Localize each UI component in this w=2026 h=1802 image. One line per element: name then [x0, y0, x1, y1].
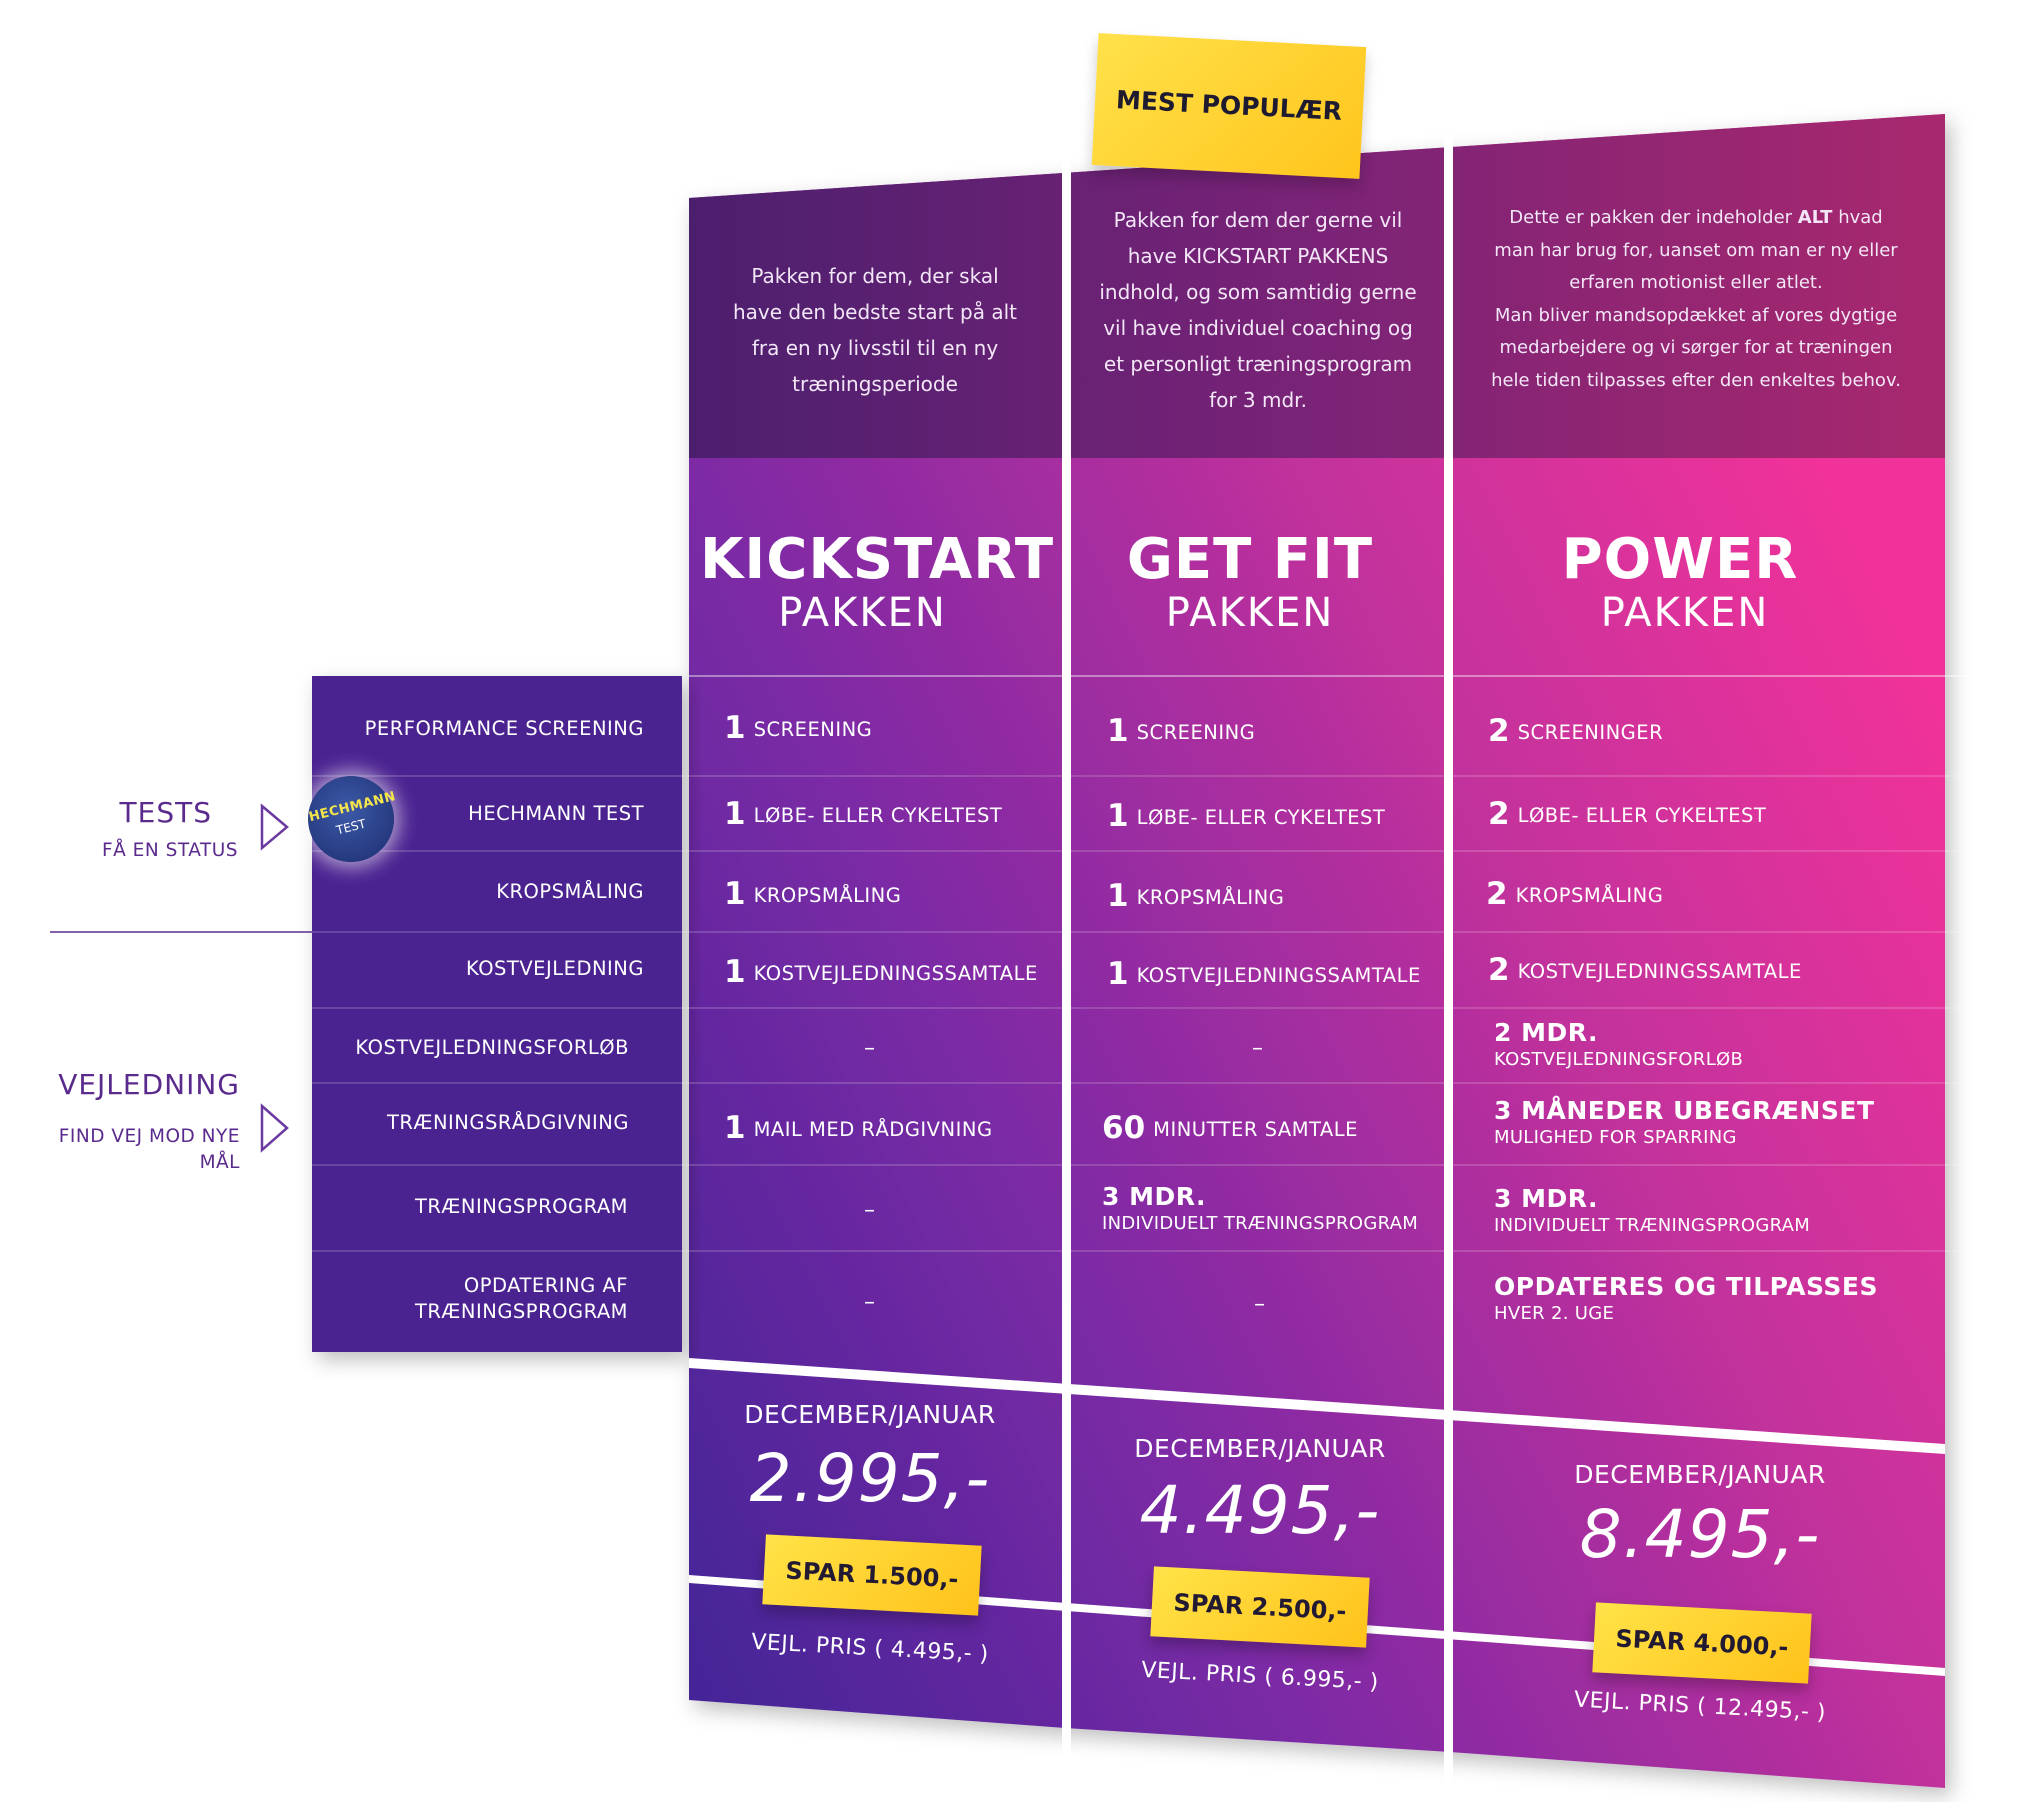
getfit-price: 4.495,-: [1139, 1472, 1381, 1549]
feature-training-advice: TRÆNINGSRÅDGIVNING: [386, 1111, 629, 1134]
power-description: Dette er pakken der indeholder ALT hvad …: [1491, 207, 1901, 391]
kickstart-description: Pakken for dem, der skal have den bedste…: [733, 264, 1017, 396]
most-popular-badge: MEST POPULÆR: [1091, 33, 1367, 179]
feature-body-measurement: KROPSMÅLING: [496, 880, 644, 903]
kickstart-title: KICKSTART: [700, 527, 1055, 592]
guidance-heading: VEJLEDNING: [58, 1068, 240, 1101]
power-title: POWER: [1561, 527, 1799, 592]
power-save-badge: SPAR 4.000,-: [1592, 1602, 1812, 1684]
kickstart-price-label: DECEMBER/JANUAR: [744, 1400, 996, 1429]
most-popular-label: MEST POPULÆR: [1115, 85, 1343, 126]
feature-diet-guidance: KOSTVEJLEDNING: [465, 957, 644, 980]
guidance-subheading-1: FIND VEJ MOD NYE: [58, 1126, 240, 1147]
kickstart-subtitle: PAKKEN: [778, 590, 947, 636]
getfit-description: Pakken for dem der gerne vil have KICKST…: [1099, 208, 1417, 412]
power-price: 8.495,-: [1579, 1496, 1821, 1573]
kickstart-row-program: –: [864, 1198, 875, 1223]
feature-labels: PERFORMANCE SCREENING HECHMANN TEST KROP…: [312, 676, 644, 1352]
tests-arrow-icon: [260, 803, 289, 851]
guidance-subheading-2: MÅL: [199, 1152, 240, 1173]
getfit-row-diet-course: –: [1252, 1036, 1263, 1061]
panel-shape: [689, 114, 1945, 1788]
tests-subheading: FÅ EN STATUS: [102, 840, 238, 861]
getfit-price-label: DECEMBER/JANUAR: [1134, 1434, 1386, 1463]
power-price-label: DECEMBER/JANUAR: [1574, 1460, 1826, 1489]
hechmann-test-logo: HECHMANN TEST: [307, 776, 397, 862]
feature-performance-screening: PERFORMANCE SCREENING: [364, 717, 644, 740]
getfit-row-program: 3 MDR.INDIVIDUELT TRÆNINGSPROGRAM: [1102, 1182, 1419, 1234]
feature-program-update-1: OPDATERING AF: [463, 1274, 628, 1297]
getfit-save-badge: SPAR 2.500,-: [1150, 1566, 1370, 1648]
power-subtitle: PAKKEN: [1600, 590, 1770, 636]
kickstart-row-program-update: –: [864, 1290, 875, 1315]
description-band: [689, 114, 1945, 458]
feature-diet-course: KOSTVEJLEDNINGSFORLØB: [355, 1036, 629, 1059]
kickstart-row-diet-course: –: [864, 1036, 875, 1061]
getfit-subtitle: PAKKEN: [1165, 590, 1335, 636]
power-row-diet-course: 2 MDR.KOSTVEJLEDNINGSFORLØB: [1494, 1018, 1744, 1070]
getfit-title: GET FIT: [1126, 527, 1374, 592]
guidance-arrow-icon: [260, 1103, 289, 1153]
getfit-row-program-update: –: [1254, 1292, 1265, 1317]
power-row-program: 3 MDR.INDIVIDUELT TRÆNINGSPROGRAM: [1494, 1184, 1811, 1236]
kickstart-save-badge: SPAR 1.500,-: [762, 1534, 982, 1616]
feature-training-program: TRÆNINGSPROGRAM: [414, 1195, 628, 1218]
kickstart-price: 2.995,-: [749, 1440, 991, 1517]
tests-heading: TESTS: [119, 796, 212, 829]
feature-program-update-2: TRÆNINGSPROGRAM: [414, 1300, 628, 1323]
feature-hechmann-test: HECHMANN TEST: [468, 802, 644, 825]
